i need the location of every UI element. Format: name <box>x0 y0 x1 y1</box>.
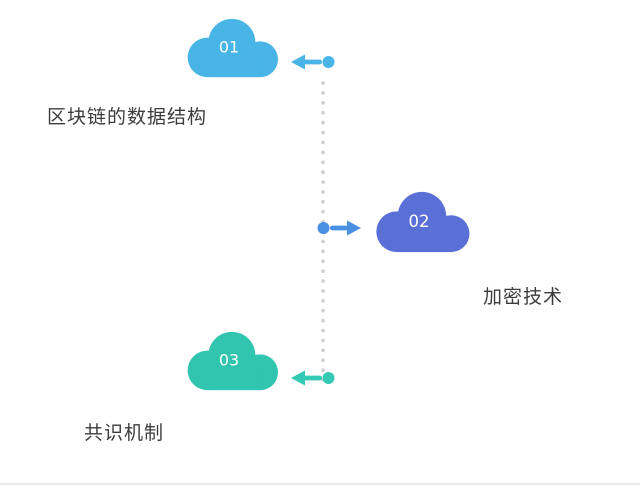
node-label-encryption: 加密技术 <box>483 286 564 308</box>
dotted-connector-line <box>321 81 325 387</box>
cloud-number-01: 01 <box>219 38 239 57</box>
node-label-data-structure: 区块链的数据结构 <box>47 106 208 128</box>
cloud-icon-03: 03 <box>187 331 278 391</box>
bottom-divider <box>0 483 640 485</box>
node-label-consensus: 共识机制 <box>84 422 165 444</box>
cloud-icon-02: 02 <box>376 191 470 253</box>
cloud-icon-01: 01 <box>187 18 278 78</box>
arrow-right-icon-02 <box>317 220 361 236</box>
cloud-number-03: 03 <box>219 351 239 370</box>
cloud-number-02: 02 <box>409 212 430 231</box>
arrow-left-icon-03 <box>291 370 335 386</box>
arrow-left-icon-01 <box>291 54 335 70</box>
